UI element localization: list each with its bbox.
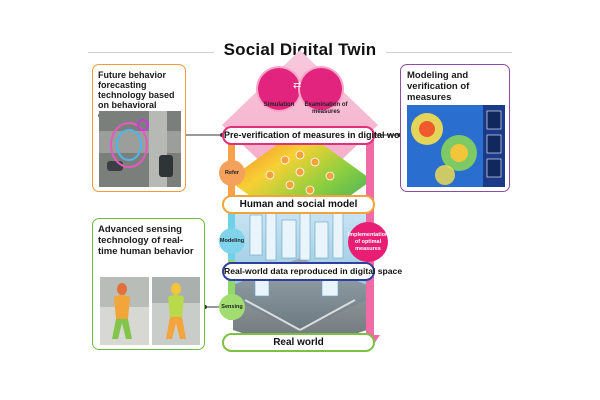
left-arrow-shaft-green	[228, 260, 235, 320]
heatmap-people	[265, 150, 335, 195]
panel-modeling: Modeling and verification of measures	[400, 64, 510, 192]
panel-sensing-title: Advanced sensing technology of real-time…	[98, 224, 194, 257]
panel-forecast: Future behavior forecasting technology b…	[92, 64, 186, 192]
bar-real-world: Real world	[222, 333, 375, 352]
simulation-label: Simulation	[263, 102, 295, 108]
title-line-right	[332, 52, 512, 53]
panel-sensing: Advanced sensing technology of real-time…	[92, 218, 205, 350]
roads	[244, 299, 356, 331]
step-modeling: Modeling	[219, 228, 245, 254]
sensing-image-right	[152, 277, 200, 345]
page-title: Social Digital Twin	[0, 40, 600, 60]
examination-label: Examination of measures	[304, 102, 348, 115]
title-line-left	[88, 52, 268, 53]
simulation-icon	[258, 68, 300, 110]
bar-pre-verification: Pre-verification of measures in digital …	[222, 126, 411, 145]
step-implementation: Implementation of optimal measures	[348, 222, 388, 262]
modeling-heatmap-image	[407, 105, 505, 187]
sensing-image-left	[100, 277, 149, 345]
examination-icon	[300, 68, 342, 110]
cycle-arrows-icon: ⇄	[293, 80, 302, 91]
panel-modeling-title: Modeling and verification of measures	[407, 70, 470, 103]
step-sensing: Sensing	[219, 294, 245, 320]
step-refer: Refer	[219, 160, 245, 186]
forecast-street-image	[99, 111, 181, 187]
bar-human-social: Human and social model	[222, 195, 375, 214]
buildings	[249, 204, 344, 297]
bar-real-world-data: Real-world data reproduced in digital sp…	[222, 262, 402, 281]
